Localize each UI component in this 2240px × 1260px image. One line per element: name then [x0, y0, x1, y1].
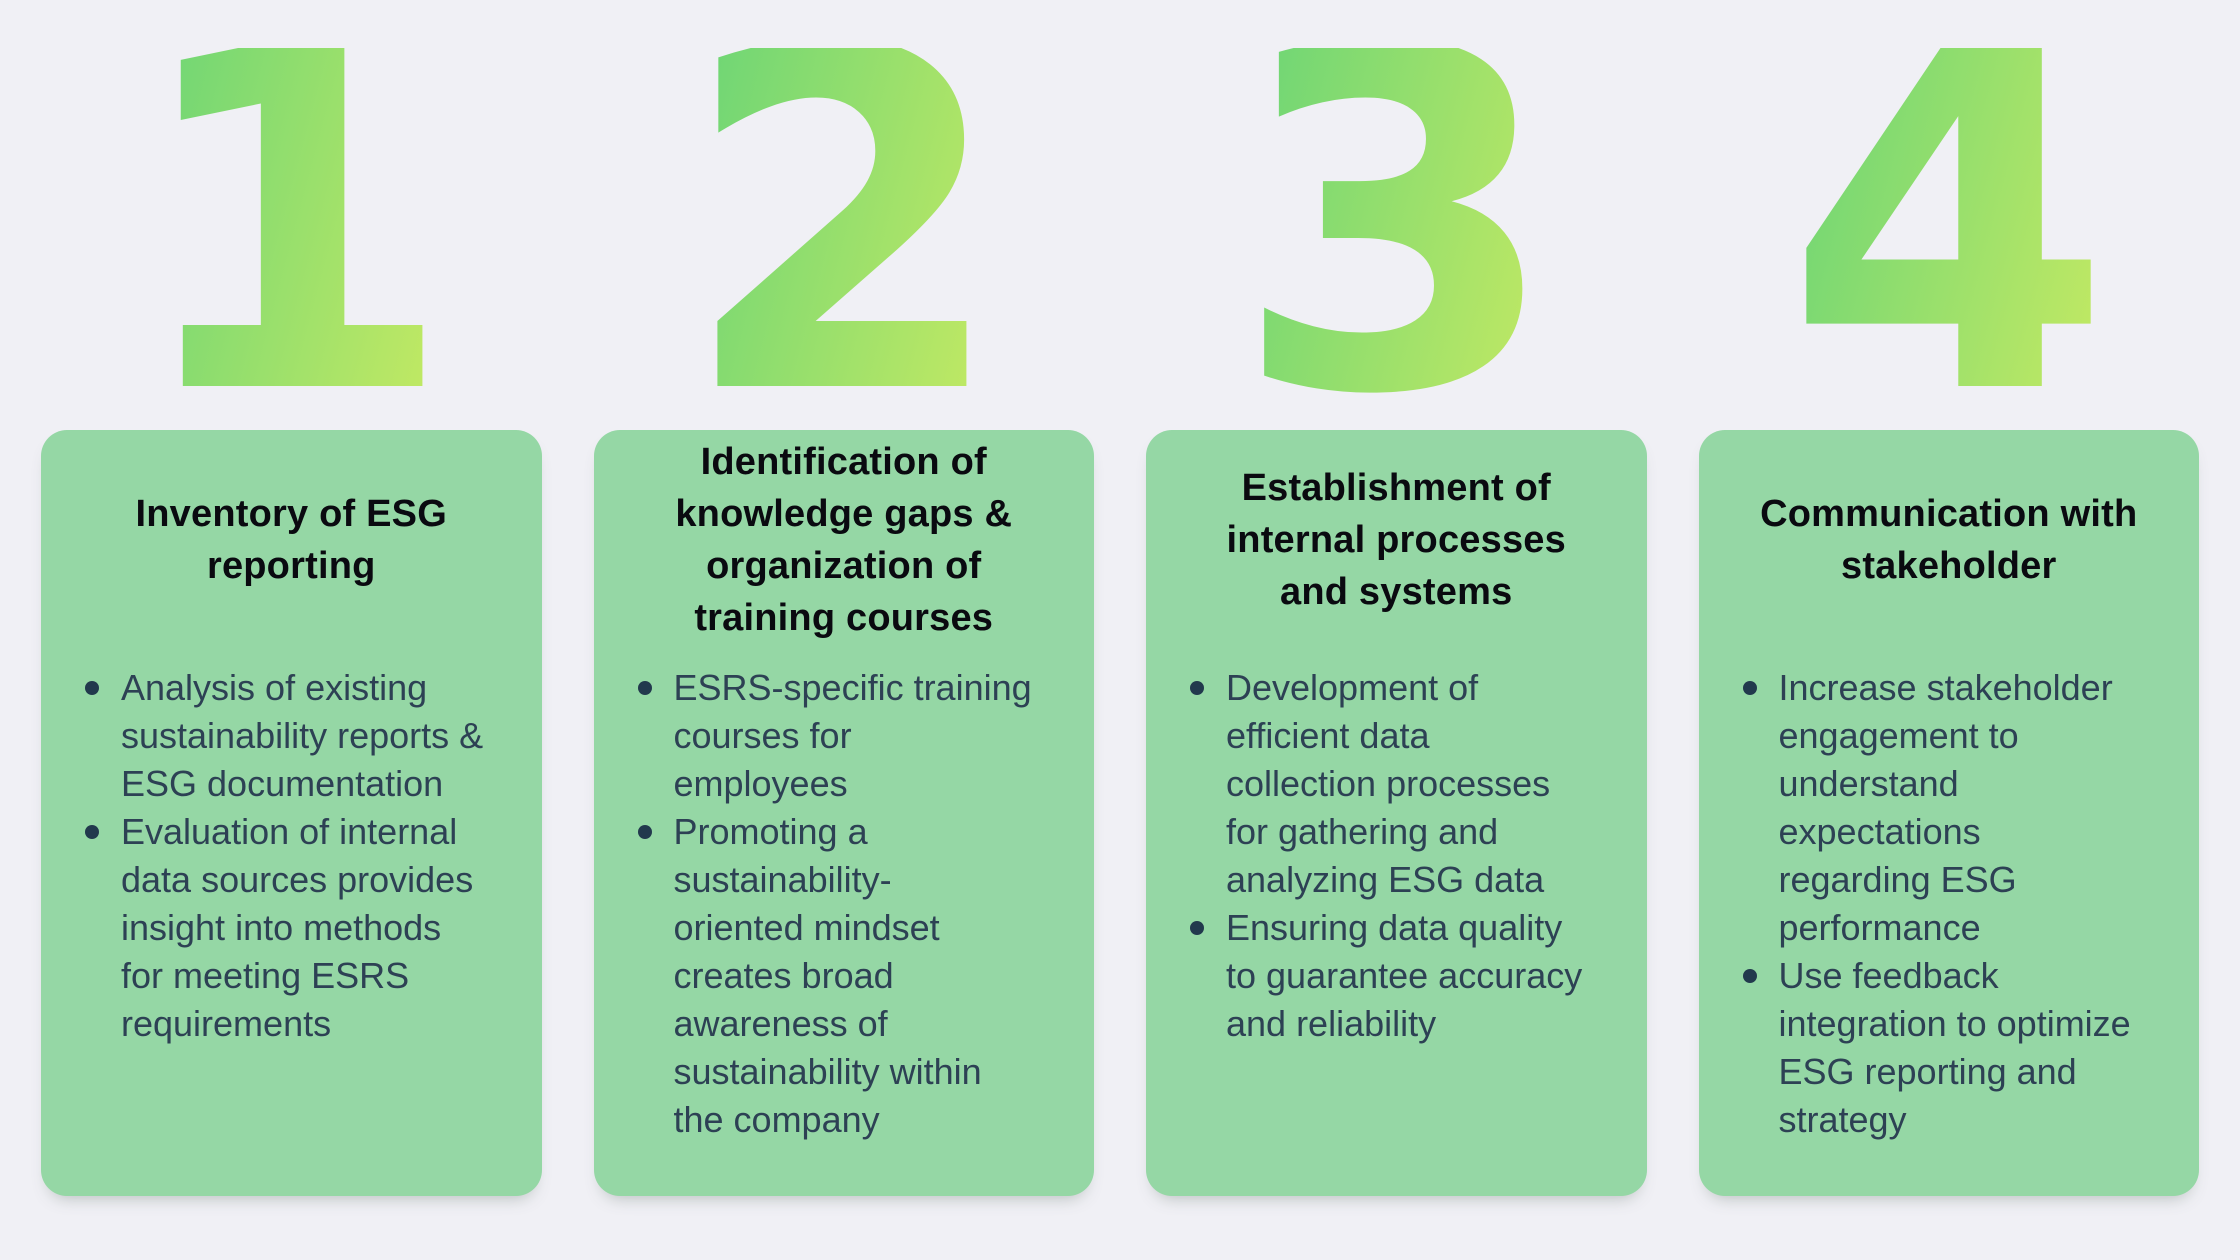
- bullet-text: Use feedback integration to optimize ESG…: [1778, 955, 2131, 1140]
- step-number-2: 2: [680, 0, 1008, 497]
- step-number-3: 3: [1232, 0, 1560, 497]
- bullet-text: Ensuring data quality to guarantee accur…: [1226, 907, 1583, 1044]
- step-column-2: 2 Identification of knowledge gaps & org…: [593, 0, 1095, 1196]
- bullet-dot-icon: [637, 681, 652, 695]
- bullet-item: Analysis of existing sustainability repo…: [83, 664, 500, 808]
- bullet-item: Increase stakeholder engagement to under…: [1741, 664, 2158, 952]
- bullet-list: Development of efficient data collection…: [1188, 664, 1605, 1048]
- bullet-item: Evaluation of internal data sources prov…: [83, 808, 500, 1048]
- steps-grid: 1 Inventory of ESG reporting Analysis of…: [41, 0, 2200, 1196]
- step-card-2: Identification of knowledge gaps & organ…: [593, 430, 1094, 1196]
- step-card-1: Inventory of ESG reporting Analysis of e…: [41, 430, 542, 1196]
- step-number-area: 1: [41, 0, 542, 497]
- step-number-1: 1: [127, 0, 455, 497]
- bullet-text: Analysis of existing sustainability repo…: [121, 667, 484, 804]
- bullet-item: Use feedback integration to optimize ESG…: [1741, 952, 2158, 1144]
- bullet-dot-icon: [85, 681, 99, 695]
- bullet-list: Analysis of existing sustainability repo…: [83, 664, 500, 1048]
- step-column-3: 3 Establishment of internal processes an…: [1146, 0, 1647, 1196]
- step-column-4: 4 Communication with stakeholder Increas…: [1698, 0, 2200, 1196]
- step-number-area: 3: [1146, 0, 1647, 497]
- bullet-dot-icon: [1190, 921, 1204, 935]
- bullet-dot-icon: [1742, 681, 1757, 695]
- card-title: Communication with stakeholder: [1760, 493, 2138, 587]
- bullet-text: ESRS-specific training courses for emplo…: [673, 667, 1032, 804]
- bullet-list: ESRS-specific training courses for emplo…: [636, 664, 1053, 1144]
- card-title: Establishment of internal processes and …: [1226, 467, 1566, 613]
- bullet-text: Promoting a sustainability- oriented min…: [673, 811, 982, 1140]
- bullet-item: Ensuring data quality to guarantee accur…: [1188, 904, 1605, 1048]
- bullet-dot-icon: [637, 825, 652, 839]
- card-title: Identification of knowledge gaps & organ…: [675, 441, 1013, 639]
- step-column-1: 1 Inventory of ESG reporting Analysis of…: [41, 0, 542, 1196]
- bullet-item: Development of efficient data collection…: [1188, 664, 1605, 904]
- step-card-3: Establishment of internal processes and …: [1146, 430, 1647, 1196]
- step-number-4: 4: [1785, 0, 2113, 497]
- card-title: Inventory of ESG reporting: [135, 493, 447, 587]
- bullet-text: Increase stakeholder engagement to under…: [1778, 667, 2113, 948]
- bullet-text: Development of efficient data collection…: [1226, 667, 1551, 900]
- bullet-list: Increase stakeholder engagement to under…: [1741, 664, 2158, 1144]
- bullet-text: Evaluation of internal data sources prov…: [121, 811, 474, 1044]
- bullet-item: Promoting a sustainability- oriented min…: [636, 808, 1053, 1144]
- bullet-dot-icon: [85, 825, 99, 839]
- step-number-area: 4: [1699, 0, 2200, 497]
- bullet-dot-icon: [1742, 969, 1757, 983]
- bullet-item: ESRS-specific training courses for emplo…: [636, 664, 1053, 808]
- step-number-area: 2: [594, 0, 1095, 497]
- step-card-4: Communication with stakeholder Increase …: [1698, 430, 2199, 1196]
- bullet-dot-icon: [1190, 681, 1204, 695]
